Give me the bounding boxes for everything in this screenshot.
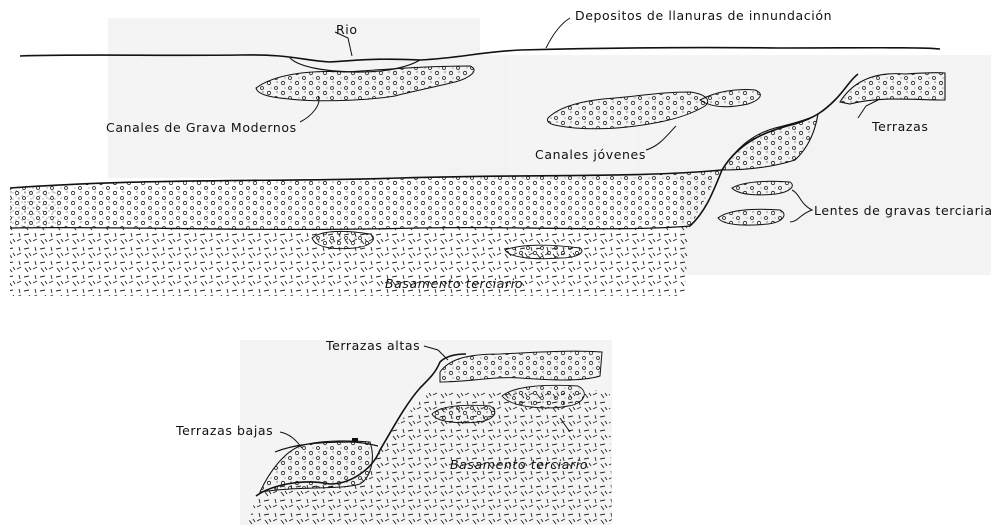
label-terrazas-bajas: Terrazas bajas <box>176 425 273 438</box>
label-canales-grava-modernos: Canales de Grava Modernos <box>106 122 297 135</box>
basement-gravel-lens-2 <box>505 245 582 259</box>
label-canales-jovenes: Canales jóvenes <box>535 149 646 162</box>
marker-tick <box>352 438 358 442</box>
label-depositos-llanuras: Depositos de llanuras de innundación <box>575 10 832 23</box>
label-lentes-gravas-terciarias: Lentes de gravas terciarias <box>814 205 991 218</box>
label-rio: Rio <box>336 24 358 37</box>
basement-gravel-lens-1 <box>312 231 374 248</box>
stipple-left <box>10 190 60 228</box>
label-terrazas-altas: Terrazas altas <box>326 340 420 353</box>
label-basamento-top: Basamento terciario <box>385 278 523 291</box>
label-terrazas: Terrazas <box>872 121 928 134</box>
label-basamento-bottom: Basamento terciario <box>450 459 588 472</box>
